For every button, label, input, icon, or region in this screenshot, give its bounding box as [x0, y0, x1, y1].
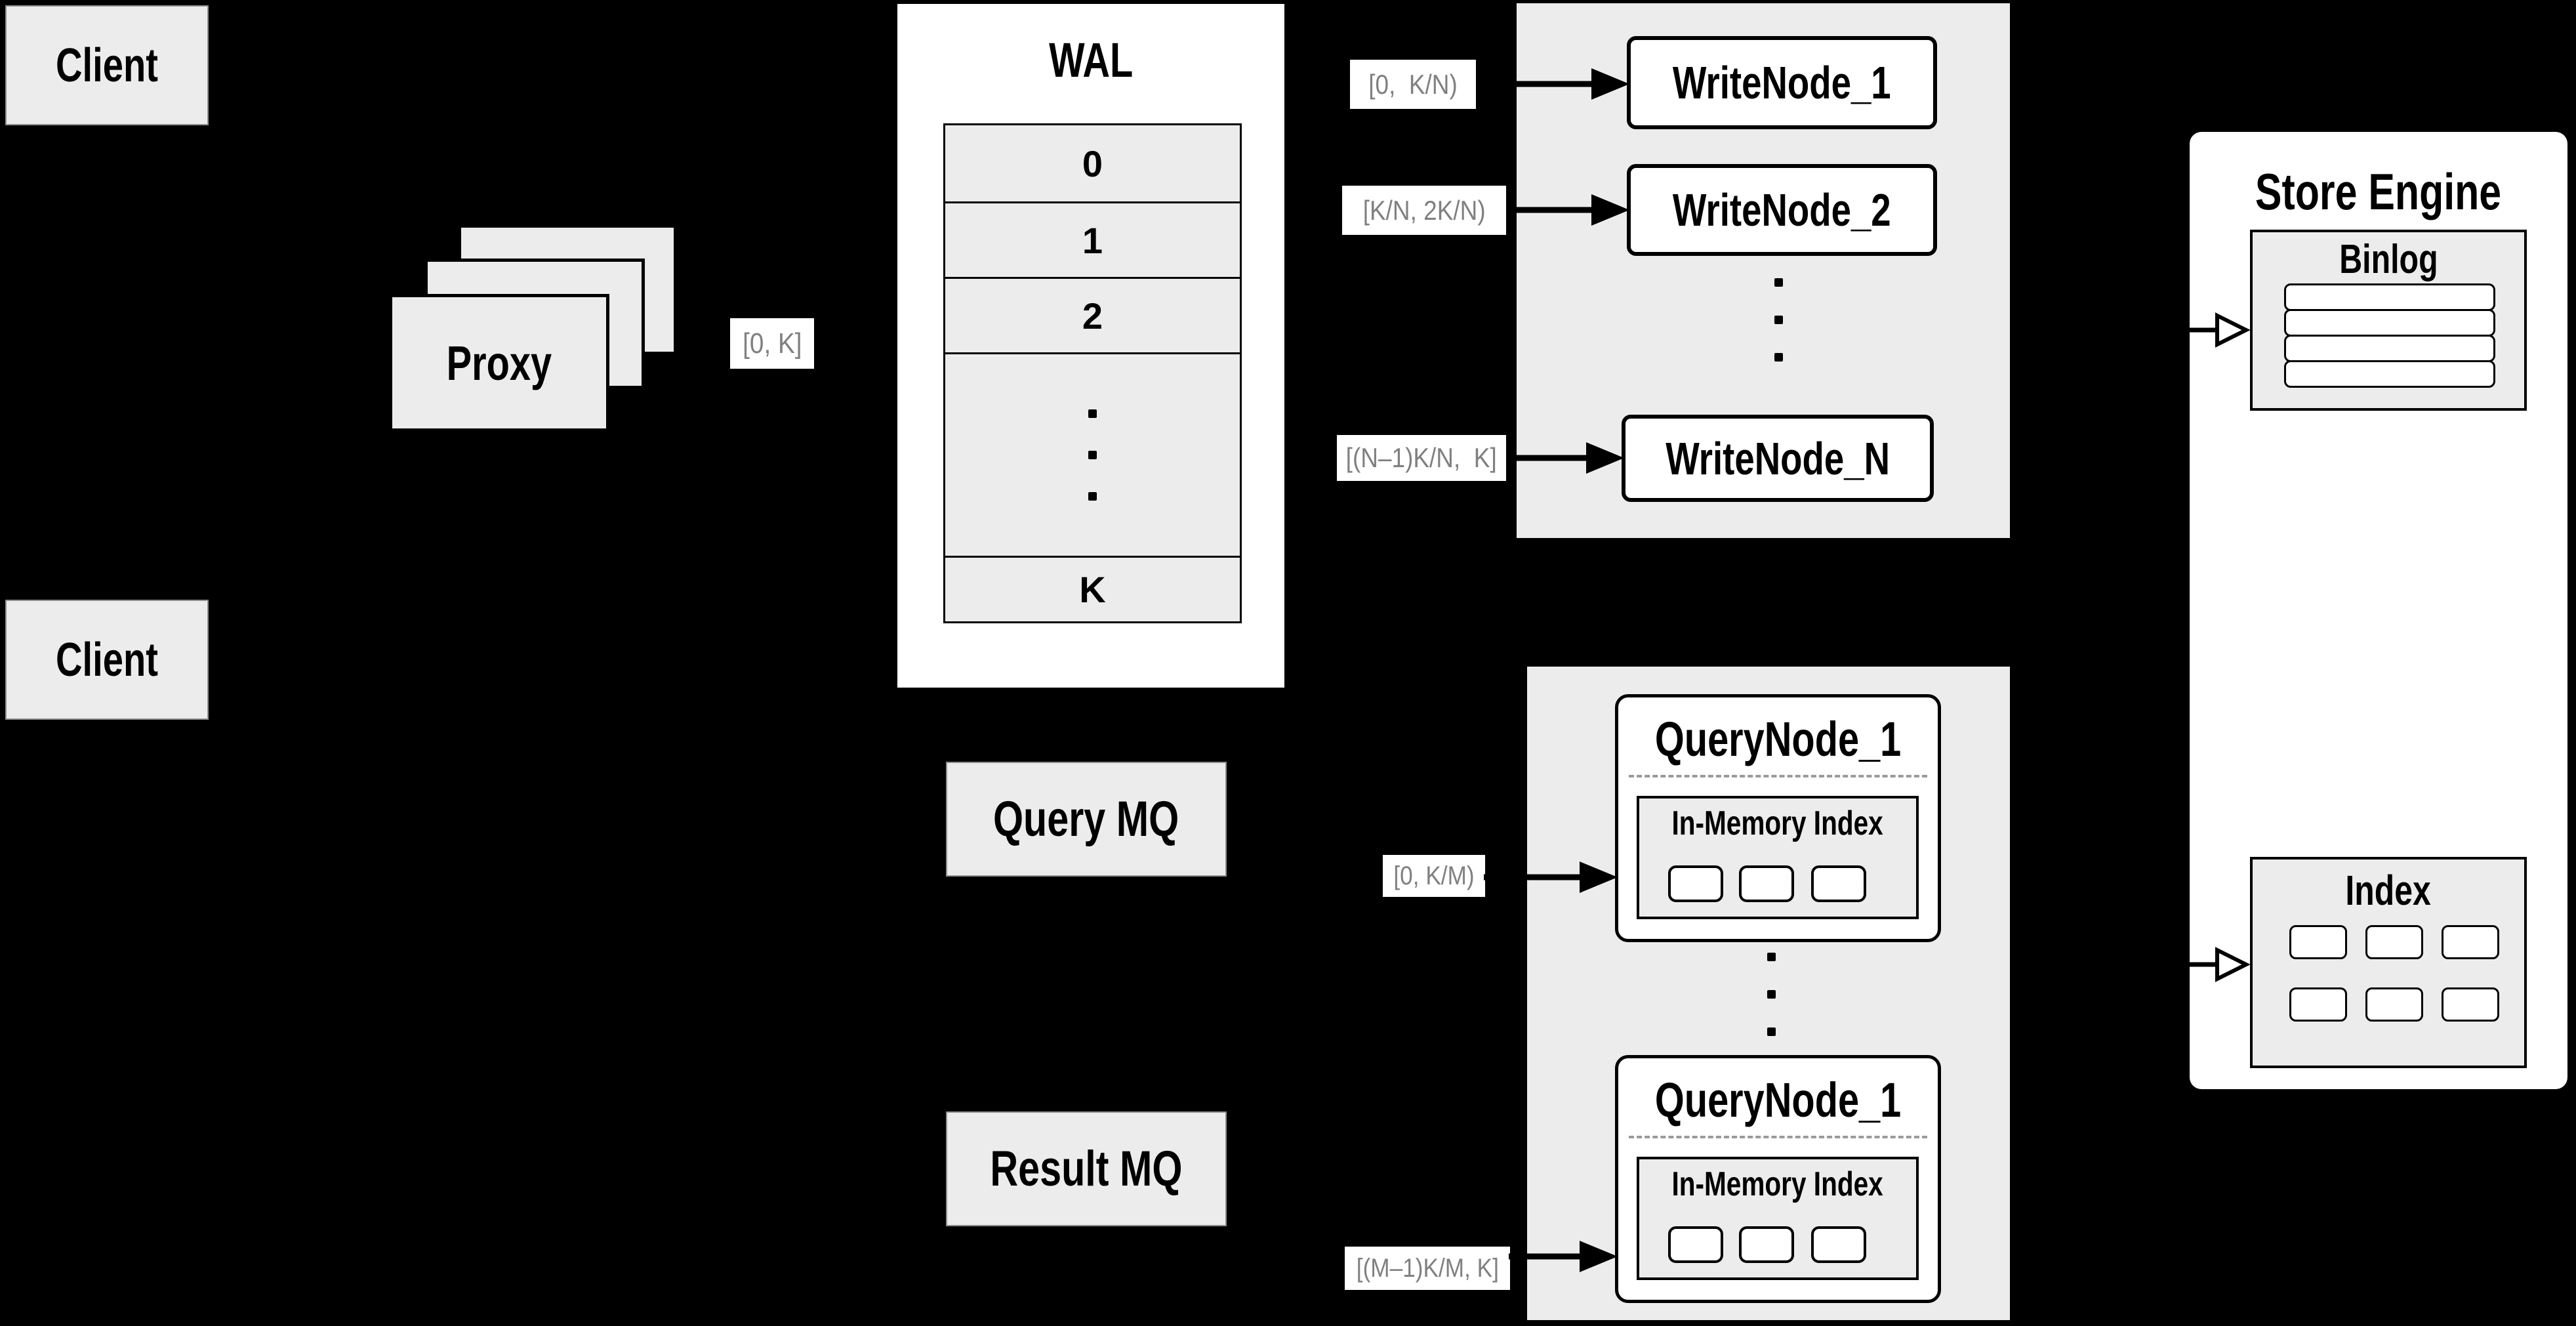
wal-title-wrap: WAL: [897, 30, 1284, 89]
query-node-1-title: QueryNode_1: [1654, 711, 1902, 766]
wal-title: WAL: [1048, 32, 1134, 87]
write-node-n-box: WriteNode_N: [1622, 415, 1934, 502]
write-node-1-range-label: [0, K/N): [1350, 60, 1476, 109]
memory-segment-cell: [1668, 1226, 1723, 1263]
wal-row-ellipsis: [945, 354, 1240, 558]
result-mq-box: Result MQ: [946, 1111, 1227, 1226]
memory-segment-cell: [1811, 1226, 1866, 1263]
write-node-1-box: WriteNode_1: [1627, 36, 1937, 129]
index-title: Index: [2345, 867, 2432, 914]
write-node-n-label: WriteNode_N: [1666, 432, 1890, 484]
query-mq-label: Query MQ: [993, 791, 1179, 847]
arrow-to-query-node-2: [1509, 1241, 1618, 1272]
query-nodes-ellipsis-icon: [1767, 953, 1776, 1036]
write-node-2-label: WriteNode_2: [1673, 184, 1891, 236]
in-memory-index-1-title-wrap: In-Memory Index: [1639, 804, 1916, 843]
arrow-to-write-node-2: [1506, 194, 1629, 226]
binlog-slot: [2284, 335, 2495, 362]
proxy-box-front: Proxy: [389, 294, 609, 432]
memory-segment-cell: [1739, 865, 1794, 902]
binlog-slots: [2284, 283, 2495, 388]
query-node-2-range-label: [(M–1)K/M, K]: [1345, 1247, 1510, 1290]
index-cell: [2442, 925, 2499, 959]
index-cell: [2442, 987, 2499, 1022]
query-node-1-range-label: [0, K/M): [1383, 855, 1485, 897]
index-box: Index: [2250, 857, 2527, 1068]
wal-table: 0 1 2 K: [943, 123, 1242, 623]
dashed-divider: [1629, 775, 1927, 777]
in-memory-index-1-title: In-Memory Index: [1671, 804, 1884, 842]
hollow-arrow-to-index: [2182, 947, 2250, 982]
binlog-title-wrap: Binlog: [2253, 236, 2524, 282]
query-node-2-title: QueryNode_1: [1654, 1072, 1902, 1127]
arrow-to-write-node-1: [1476, 68, 1629, 100]
wal-row-1: 1: [945, 203, 1240, 280]
write-node-1-label: WriteNode_1: [1673, 57, 1891, 108]
proxy-range-label: [0, K]: [730, 318, 814, 369]
dashed-divider: [1629, 1136, 1927, 1138]
query-mq-box: Query MQ: [946, 762, 1227, 877]
query-node-1-title-wrap: QueryNode_1: [1618, 709, 1938, 768]
result-mq-label: Result MQ: [990, 1141, 1183, 1197]
client-bottom-label: Client: [55, 633, 158, 686]
binlog-title: Binlog: [2339, 236, 2438, 282]
index-cell: [2289, 987, 2347, 1022]
write-node-n-range-label: [(N–1)K/N, K]: [1337, 435, 1506, 481]
write-node-2-range-label: [K/N, 2K/N): [1342, 186, 1506, 235]
wal-row-0: 0: [945, 125, 1240, 204]
index-cell: [2365, 987, 2423, 1022]
query-node-2-box: QueryNode_1 In-Memory Index: [1615, 1055, 1941, 1303]
client-top-label: Client: [55, 39, 158, 92]
binlog-slot: [2284, 283, 2495, 311]
store-engine-title: Store Engine: [2255, 162, 2502, 220]
vertical-ellipsis-icon: [1088, 409, 1097, 501]
in-memory-index-1-box: In-Memory Index: [1637, 796, 1919, 919]
memory-segment-cell: [1739, 1226, 1794, 1263]
arrow-to-write-node-n: [1506, 442, 1624, 474]
index-cell: [2289, 925, 2347, 959]
in-memory-index-2-title-wrap: In-Memory Index: [1639, 1165, 1916, 1204]
query-node-2-title-wrap: QueryNode_1: [1618, 1070, 1938, 1129]
binlog-slot: [2284, 309, 2495, 337]
store-engine-title-wrap: Store Engine: [2190, 155, 2567, 228]
arrow-to-query-node-1: [1484, 861, 1618, 893]
in-memory-index-2-title: In-Memory Index: [1671, 1165, 1884, 1203]
wal-row-2: 2: [945, 279, 1240, 355]
wal-row-k: K: [1079, 568, 1106, 610]
wal-box: WAL 0 1 2 K: [897, 4, 1284, 688]
memory-segment-cell: [1668, 865, 1723, 902]
index-title-wrap: Index: [2253, 867, 2524, 914]
index-cell: [2365, 925, 2423, 959]
store-engine-box: Store Engine Binlog Index: [2190, 132, 2567, 1089]
client-bottom-box: Client: [5, 600, 209, 720]
client-top-box: Client: [5, 5, 209, 125]
proxy-label: Proxy: [446, 335, 552, 390]
memory-segment-cell: [1811, 865, 1866, 902]
binlog-slot: [2284, 360, 2495, 388]
in-memory-index-2-box: In-Memory Index: [1637, 1157, 1919, 1280]
hollow-arrow-to-binlog: [2182, 312, 2250, 348]
write-node-2-box: WriteNode_2: [1627, 164, 1937, 256]
binlog-box: Binlog: [2250, 230, 2527, 411]
query-node-1-box: QueryNode_1 In-Memory Index: [1615, 694, 1941, 942]
write-nodes-ellipsis-icon: [1774, 278, 1783, 362]
